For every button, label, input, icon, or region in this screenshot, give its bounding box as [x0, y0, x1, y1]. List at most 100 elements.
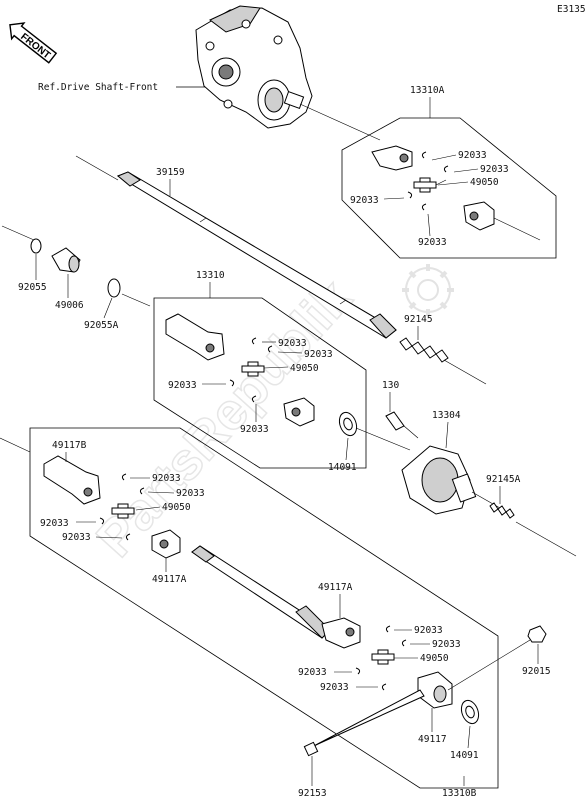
label-92033: 92033: [62, 532, 91, 543]
circlip: [251, 395, 257, 403]
label-92033: 92033: [458, 150, 487, 161]
bolt-130: [385, 411, 419, 439]
leader-line: [95, 536, 123, 539]
label-92033: 92033: [40, 518, 69, 529]
label-92033: 92033: [304, 349, 333, 360]
gear-case: [195, 5, 381, 141]
leader-line: [1, 225, 35, 241]
o-ring-92055a: [107, 278, 121, 298]
yoke-13310: [165, 313, 225, 361]
label-92033: 92033: [320, 682, 349, 693]
rear-drive-shaft: [191, 545, 331, 639]
circlip: [229, 379, 235, 387]
watermark-text: PartsRepublik: [86, 269, 363, 568]
label-13310b: 13310B: [442, 788, 477, 799]
yoke-49117: [417, 671, 453, 709]
label-49117: 49117: [418, 734, 447, 745]
label-13310: 13310: [196, 270, 225, 281]
leader-line: [0, 437, 31, 453]
leader-line: [431, 154, 457, 161]
label-49117a: 49117A: [318, 582, 353, 593]
leader-line: [135, 506, 161, 511]
reference-text: Ref.Drive Shaft-Front: [38, 82, 158, 93]
label-92033: 92033: [278, 338, 307, 349]
label-49050: 49050: [420, 653, 449, 664]
washer-hole: [343, 417, 353, 431]
yoke-13310-rear: [283, 397, 315, 427]
leader-line: [437, 181, 469, 186]
circlip: [251, 337, 257, 345]
circlip: [421, 203, 427, 211]
label-130: 130: [382, 380, 399, 391]
label-49050: 49050: [290, 363, 319, 374]
drive-shaft-39159: [75, 155, 397, 339]
watermark: PartsRepublik: [85, 269, 364, 569]
spring-92145a: [489, 502, 577, 557]
label-92033: 92033: [240, 424, 269, 435]
yoke-13310a-rear: [463, 201, 541, 241]
label-92033: 92033: [432, 639, 461, 650]
label-39159: 39159: [156, 167, 185, 178]
label-49050: 49050: [470, 177, 499, 188]
group-outline-13310: [153, 297, 367, 469]
label-92033: 92033: [414, 625, 443, 636]
label-92153: 92153: [298, 788, 327, 799]
spring-92145: [399, 337, 487, 385]
label-92055a: 92055A: [84, 320, 119, 331]
label-92015: 92015: [522, 666, 551, 677]
circlip: [401, 639, 407, 647]
leader-line: [453, 168, 479, 173]
yoke-49117a-rear: [321, 617, 361, 649]
gear-watermark-icon: [402, 264, 454, 316]
label-13310a: 13310A: [410, 85, 445, 96]
group-outline-13310a: [341, 117, 557, 259]
label-92145a: 92145A: [486, 474, 521, 485]
yoke-49117b: [43, 455, 101, 505]
o-ring-92055: [30, 238, 42, 254]
leader-line: [263, 366, 289, 369]
label-92033: 92033: [298, 667, 327, 678]
circlip: [139, 487, 145, 495]
leader-line: [103, 297, 113, 319]
leader-line: [383, 197, 405, 200]
leader-line: [467, 725, 471, 749]
label-92033: 92033: [176, 488, 205, 499]
washer-hole: [465, 705, 475, 719]
yoke-49117a: [151, 529, 181, 559]
leader-line: [445, 421, 449, 449]
circlip: [267, 345, 273, 353]
label-13304: 13304: [432, 410, 461, 421]
universal-joint-cross: [111, 503, 135, 519]
universal-joint-cross: [413, 177, 447, 193]
leader-line: [345, 437, 349, 461]
universal-joint-cross: [241, 361, 265, 377]
bolt-92153: [303, 689, 425, 757]
circlip: [99, 517, 105, 525]
leader-line: [355, 427, 411, 451]
label-92033: 92033: [418, 237, 447, 248]
bearing-housing-13304: [401, 445, 501, 515]
circlip: [407, 191, 413, 199]
leader-line: [121, 293, 151, 307]
label-49117a: 49117A: [152, 574, 187, 585]
label-92033: 92033: [350, 195, 379, 206]
group-outline-13310b: [29, 427, 499, 789]
circlip: [381, 683, 387, 691]
yoke-13310a-front: [371, 145, 413, 171]
boot-49006: [51, 247, 81, 273]
label-49117b: 49117B: [52, 440, 87, 451]
label-92033: 92033: [152, 473, 181, 484]
leader-line: [277, 351, 303, 354]
circlip: [125, 533, 131, 541]
label-92033: 92033: [168, 380, 197, 391]
nut-92015: [447, 625, 547, 691]
circlip: [385, 625, 391, 633]
circlip: [421, 151, 427, 159]
label-92145: 92145: [404, 314, 433, 325]
circlip: [121, 473, 127, 481]
front-arrow-icon: FRONT: [9, 22, 58, 64]
label-92033: 92033: [480, 164, 509, 175]
label-14091: 14091: [450, 750, 479, 761]
label-14091: 14091: [328, 462, 357, 473]
leader-line: [427, 213, 431, 237]
